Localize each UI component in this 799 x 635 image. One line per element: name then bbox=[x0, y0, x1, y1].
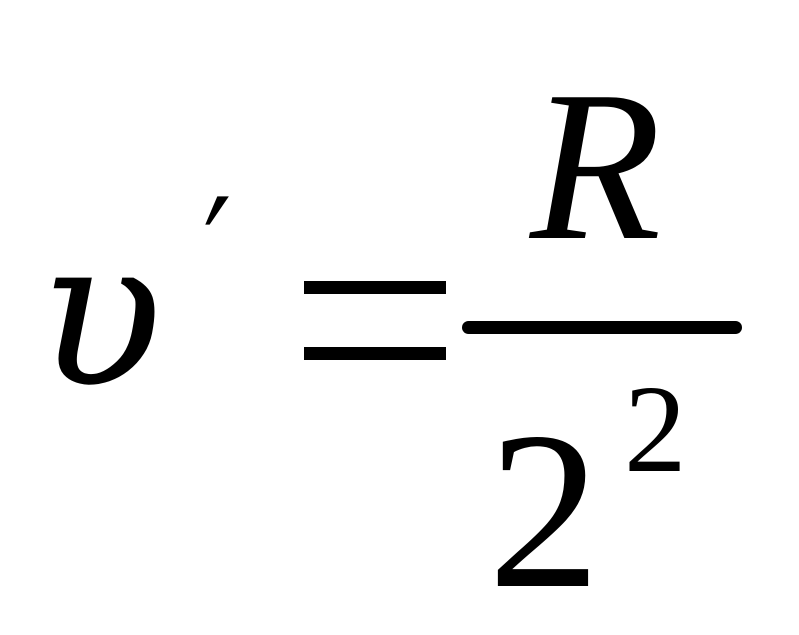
equals-sign bbox=[304, 281, 446, 361]
denominator-exponent: 2 bbox=[624, 361, 687, 499]
equals-bar-bottom bbox=[304, 347, 446, 360]
fraction-numerator: R bbox=[530, 46, 662, 285]
lhs-variable-upsilon: υ bbox=[38, 195, 163, 433]
fraction-bar bbox=[462, 321, 742, 334]
lhs-prime-mark: ′ bbox=[174, 168, 245, 301]
denominator-base: 2 bbox=[488, 385, 601, 635]
equals-bar-top bbox=[304, 281, 446, 294]
